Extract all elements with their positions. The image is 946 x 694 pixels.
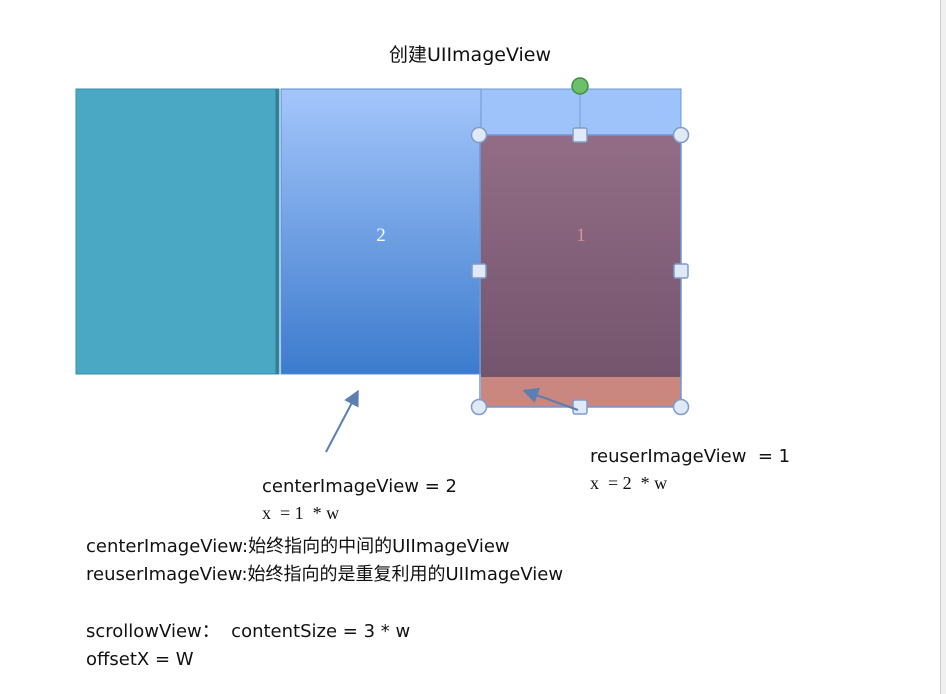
resize-handle-icon[interactable] [572,399,588,415]
reuse-pointer-arrow [522,387,579,411]
center-x-annotation: x = 1 * w [262,503,339,523]
resize-handle-icon[interactable] [672,398,690,416]
window-edge [940,0,946,694]
scroll-content-size: scrollowView： contentSize = 3 * w [86,621,411,642]
reuse-view-label: 1 [576,225,586,246]
resize-handle-icon[interactable] [673,263,689,279]
left-image-view [75,88,280,375]
resize-handle-icon[interactable] [572,127,588,143]
reuse-name-annotation: reuserImageView = 1 [590,446,790,467]
reuse-x-annotation: x = 2 * w [590,473,667,493]
offset-note: offsetX = W [86,649,194,670]
resize-handle-icon[interactable] [470,398,488,416]
reuse-description: reuserImageView:始终指向的是重复利用的UIImageView [86,564,564,585]
resize-handle-icon[interactable] [672,126,690,144]
center-name-annotation: centerImageView = 2 [262,476,457,497]
resize-handle-icon[interactable] [470,126,488,144]
center-description: centerImageView:始终指向的中间的UIImageView [86,536,510,557]
center-pointer-arrow [325,389,359,453]
diagram-title: 创建UIImageView [389,44,551,66]
center-view-label: 2 [376,225,386,246]
resize-handle-icon[interactable] [471,263,487,279]
rotate-handle-icon[interactable] [571,77,589,95]
reuse-image-view [481,135,681,377]
center-image-view [280,88,482,375]
